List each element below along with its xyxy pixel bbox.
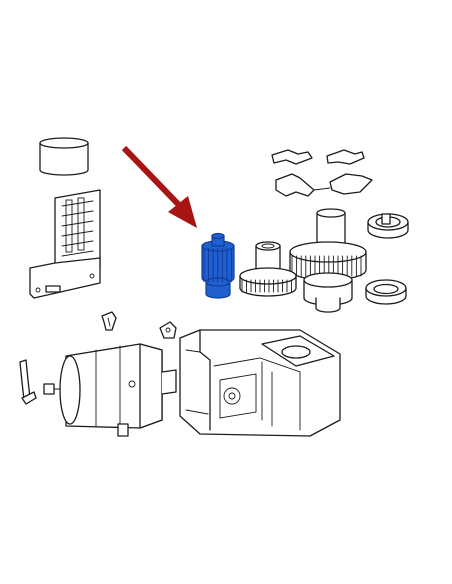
- gearbox-housing: [179, 329, 341, 437]
- split-collar: [367, 213, 409, 239]
- terminal-board: [29, 189, 101, 299]
- limit-switch-brackets: [271, 149, 373, 197]
- pointer-arrow: [121, 145, 197, 228]
- large-output-gear: [289, 208, 367, 313]
- small-pinion-gear: [201, 232, 235, 299]
- small-brackets: [101, 311, 177, 339]
- motor: [59, 343, 177, 437]
- cylinder-sleeve: [39, 137, 89, 176]
- release-lever: [19, 359, 63, 405]
- bearing-ring: [365, 279, 407, 305]
- spur-gear: [239, 241, 297, 297]
